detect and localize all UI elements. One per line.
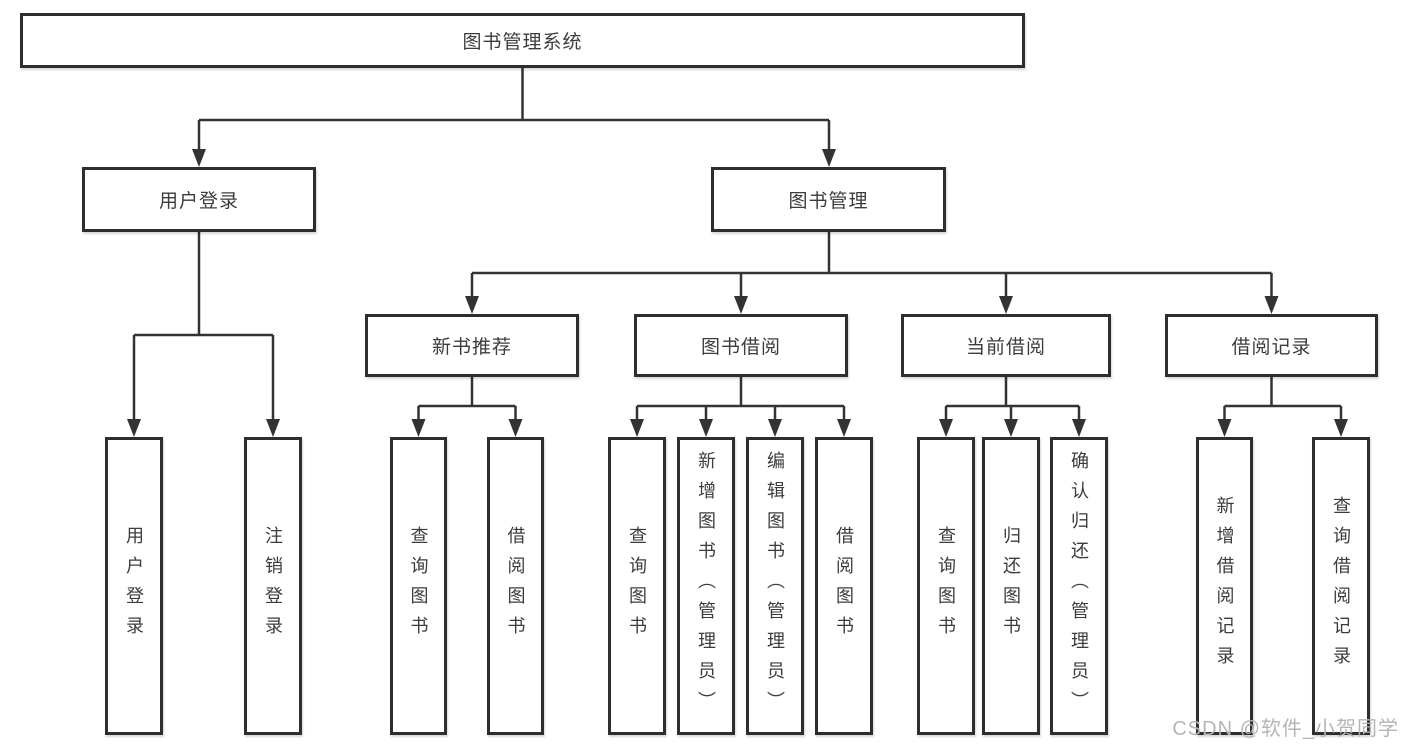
leaf-query-books-current: 查询图书 (917, 437, 975, 735)
leaf-label: 借阅图书 (834, 526, 854, 646)
leaf-return-books: 归还图书 (982, 437, 1040, 735)
node-label: 用户登录 (158, 191, 239, 212)
node-book-management: 图书管理 (711, 167, 946, 232)
node-library-management-system: 图书管理系统 (20, 13, 1025, 68)
leaf-label: 归还图书 (1001, 526, 1021, 646)
node-label: 借阅记录 (1231, 337, 1312, 358)
leaf-label: 新增图书（管理员） (696, 451, 716, 721)
node-label: 当前借阅 (965, 337, 1046, 358)
leaf-label: 借阅图书 (505, 526, 526, 646)
leaf-add-borrow-record: 新增借阅记录 (1196, 437, 1253, 735)
node-label: 图书借阅 (700, 337, 781, 358)
leaf-borrow-books-recommend: 借阅图书 (487, 437, 544, 735)
leaf-label: 查询图书 (408, 526, 429, 646)
leaf-query-books-recommend: 查询图书 (390, 437, 447, 735)
leaf-query-borrow-record: 查询借阅记录 (1312, 437, 1370, 735)
leaf-label: 编辑图书（管理员） (765, 451, 785, 721)
leaf-label: 查询图书 (627, 526, 647, 646)
leaf-edit-book-admin: 编辑图书（管理员） (746, 437, 804, 735)
node-new-book-recommendation: 新书推荐 (365, 314, 579, 377)
leaf-borrow-books: 借阅图书 (815, 437, 873, 735)
leaf-add-book-admin: 新增图书（管理员） (677, 437, 735, 735)
leaf-label: 用户登录 (124, 526, 144, 646)
node-current-borrowing: 当前借阅 (901, 314, 1111, 377)
leaf-query-books-borrow: 查询图书 (608, 437, 666, 735)
leaf-logout: 注销登录 (244, 437, 302, 735)
leaf-label: 确认归还（管理员） (1069, 451, 1089, 721)
node-user-login: 用户登录 (82, 167, 316, 232)
leaf-user-login: 用户登录 (105, 437, 163, 735)
node-label: 图书管理系统 (462, 32, 583, 53)
leaf-confirm-return-admin: 确认归还（管理员） (1050, 437, 1108, 735)
node-borrowing-records: 借阅记录 (1165, 314, 1378, 377)
leaf-label: 新增借阅记录 (1214, 496, 1235, 676)
watermark: CSDN @软件_小贺同学 (1172, 718, 1399, 740)
node-book-borrowing: 图书借阅 (634, 314, 848, 377)
leaf-label: 注销登录 (263, 526, 283, 646)
leaf-label: 查询图书 (936, 526, 956, 646)
leaf-label: 查询借阅记录 (1331, 496, 1351, 676)
node-label: 图书管理 (788, 191, 869, 212)
node-label: 新书推荐 (431, 337, 512, 358)
